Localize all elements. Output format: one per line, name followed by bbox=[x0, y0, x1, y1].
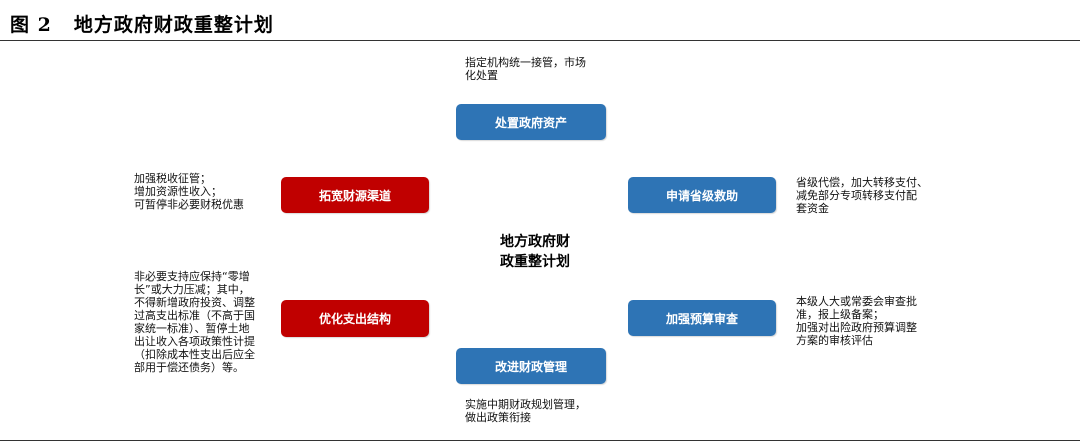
box-provincial-aid: 申请省级救助 bbox=[628, 177, 776, 213]
note-left-lower: 非必要支持应保持“零增 长”或大力压减；其中， 不得新增政府投资、调整 过高支出… bbox=[134, 270, 255, 374]
box-optimize-spending: 优化支出结构 bbox=[281, 300, 429, 337]
center-label: 地方政府财 政重整计划 bbox=[500, 234, 570, 270]
box-broaden-revenue: 拓宽财源渠道 bbox=[281, 177, 429, 213]
top-rule bbox=[0, 40, 1080, 41]
note-right-upper: 省级代偿，加大转移支付、 减免部分专项转移支付配 套资金 bbox=[796, 176, 928, 215]
note-bottom: 实施中期财政规划管理， 做出政策衔接 bbox=[465, 398, 586, 424]
figure-title: 图 2 地方政府财政重整计划 bbox=[10, 10, 274, 37]
note-top: 指定机构统一接管，市场 化处置 bbox=[465, 56, 586, 82]
bottom-rule bbox=[0, 440, 1080, 441]
box-improve-management: 改进财政管理 bbox=[456, 348, 606, 384]
box-budget-review: 加强预算审查 bbox=[628, 300, 776, 336]
figure-title-text: 地方政府财政重整计划 bbox=[73, 14, 274, 36]
note-right-lower: 本级人大或常委会审查批 准，报上级备案； 加强对出险政府预算调整 方案的审核评估 bbox=[796, 295, 917, 347]
figure-number: 图 2 bbox=[10, 14, 52, 36]
note-left-upper: 加强税收征管； 增加资源性收入； 可暂停非必要财税优惠 bbox=[134, 172, 244, 211]
box-dispose-assets: 处置政府资产 bbox=[456, 104, 606, 140]
